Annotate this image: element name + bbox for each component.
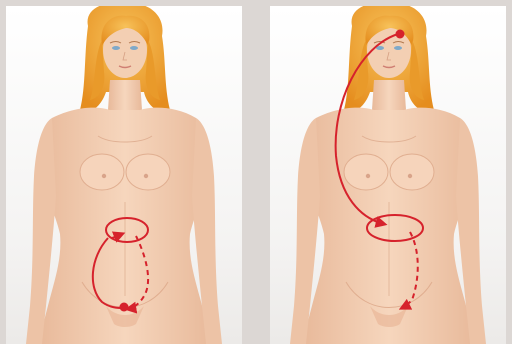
female-figure-left: [26, 6, 222, 344]
start-dot-left: [120, 303, 129, 312]
female-figure-right: [290, 6, 486, 344]
start-dot-head: [396, 30, 405, 39]
panel-right-figure: [270, 6, 506, 344]
panel-left-figure: [6, 6, 242, 344]
figure-right-illustration: [270, 6, 506, 344]
figure-left-illustration: [6, 6, 242, 344]
